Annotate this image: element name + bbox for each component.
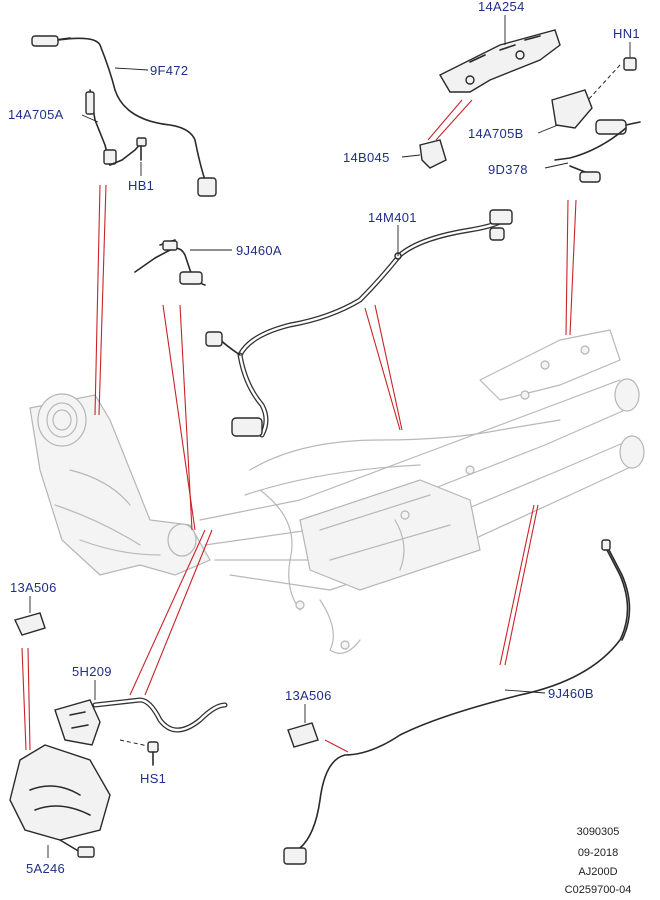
label-9J460A: 9J460A	[236, 243, 282, 258]
meta-line-1: 3090305	[577, 826, 620, 838]
label-5H209: 5H209	[72, 664, 112, 679]
heat-shield-5A246	[9, 744, 111, 858]
bolt-HB1	[136, 137, 147, 161]
label-14A705A: 14A705A	[8, 107, 64, 122]
sensor-9D378	[554, 127, 627, 183]
label-13A506-left: 13A506	[10, 580, 57, 595]
clip-14B045	[419, 139, 447, 169]
sensor-14A705B	[551, 89, 641, 135]
meta-line-3: AJ200D	[578, 866, 617, 878]
sensor-9J460B	[283, 539, 631, 865]
label-14A254: 14A254	[478, 0, 525, 14]
wiring-harness-14M401	[205, 209, 513, 438]
label-14M401: 14M401	[368, 210, 417, 225]
sensor-14A705A	[85, 89, 143, 166]
label-14A705B: 14A705B	[468, 126, 524, 141]
reference-lines	[21, 99, 577, 753]
exhaust-assembly-outline	[29, 329, 645, 654]
bracket-5H209	[54, 697, 228, 746]
label-5A246: 5A246	[26, 861, 65, 876]
meta-line-4: C0259700-04	[565, 884, 632, 896]
label-HB1: HB1	[128, 178, 154, 193]
sensor-9F472	[31, 35, 217, 197]
label-9F472: 9F472	[150, 63, 188, 78]
clip-13A506-left	[14, 612, 46, 636]
screw-HS1	[147, 741, 159, 766]
meta-line-2: 09-2018	[578, 847, 618, 859]
label-13A506-right: 13A506	[285, 688, 332, 703]
nut-HN1	[623, 57, 637, 71]
label-14B045: 14B045	[343, 150, 390, 165]
bracket-14A254	[439, 29, 561, 93]
clip-13A506-right	[287, 722, 319, 748]
label-HS1: HS1	[140, 771, 166, 786]
label-9J460B: 9J460B	[548, 686, 594, 701]
label-9D378: 9D378	[488, 162, 528, 177]
sensor-9J460A	[134, 239, 206, 286]
label-HN1: HN1	[613, 26, 640, 41]
